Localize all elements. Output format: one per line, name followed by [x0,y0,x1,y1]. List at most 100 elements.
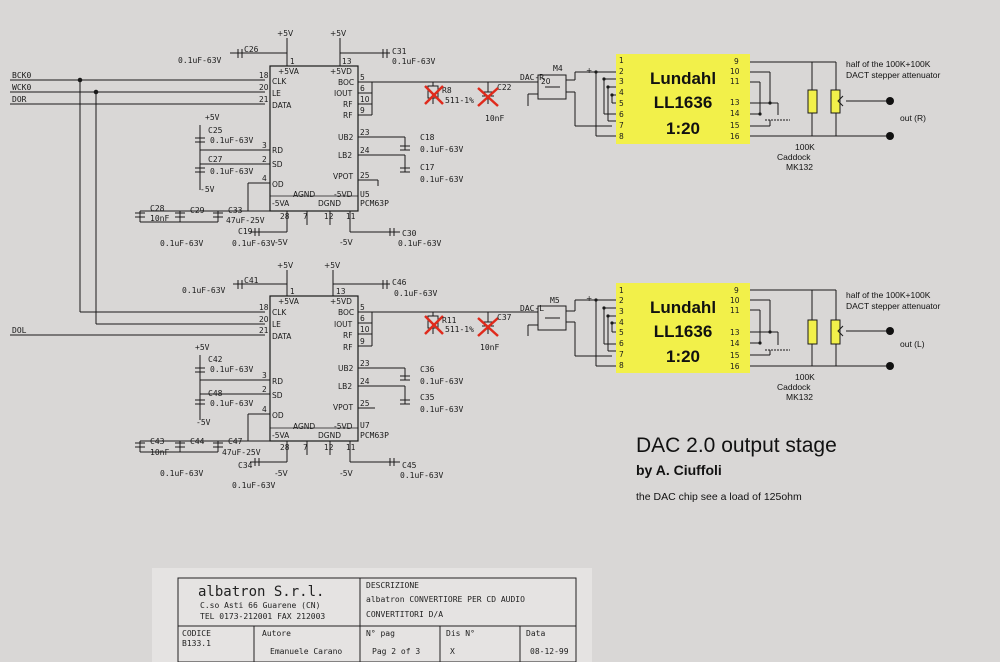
c47-label: C47 [228,437,243,446]
attenuator-note: half of the 100K+100K [846,290,931,300]
u7-pin-name: SD [272,391,283,400]
c48-label: C48 [208,389,223,398]
tb-codice: B133.1 [182,639,211,648]
c41-value: 0.1uF-63V [182,286,226,295]
tb-company: albatron S.r.l. [198,584,324,600]
c35-label: C35 [420,393,435,402]
u7-bottom-pin: 11 [346,443,356,452]
u7-pin-name: CLK [272,308,287,317]
tb-autore-label: Autore [262,629,291,638]
tb-dis: X [450,647,455,656]
tx-pin: 14 [730,109,740,118]
c22-label: C22 [497,83,512,92]
u5-top-pin-1: 1 [290,57,295,66]
u5-top-pin-2: 13 [342,57,352,66]
c35-value: 0.1uF-63V [420,405,464,414]
c31-value: 0.1uF-63V [392,57,436,66]
transformer-ratio: 1:20 [666,347,700,366]
tx-pin: 5 [619,99,624,108]
u5-pin-num: 18 [259,71,269,80]
u5-bottom-pin: 7 [303,212,308,221]
tx-pin: 6 [619,339,624,348]
u5-pin-num: 9 [360,106,365,115]
c17-value: 0.1uF-63V [420,175,464,184]
tx-pin: 9 [734,57,739,66]
c28-label: C28 [150,204,165,213]
u7-bottom-label: -5VA [272,431,290,440]
tx-pin: 11 [730,77,740,86]
removed-mark [424,315,499,337]
tx-pin: 10 [730,67,740,76]
resistor-model: MK132 [786,392,813,402]
tb-address: C.so Asti 66 Guarene (CN) [200,601,320,610]
tx-pin: 3 [619,77,624,86]
tx-pin: 1 [619,286,624,295]
tx-pin: 9 [734,286,739,295]
u5-pin-num: 5 [360,73,365,82]
tx-pin: 7 [619,121,624,130]
tx-pin: 1 [619,56,624,65]
u5-pin-num: 10 [360,95,370,104]
c34-value: 0.1uF-63V [232,481,276,490]
tx-pin: 2 [619,67,624,76]
resistor-model: MK132 [786,162,813,172]
m5-label: M5 [550,296,560,305]
removed-mark [424,85,499,107]
u7-pin-num: 20 [259,315,269,324]
resistor-brand: Caddock [777,152,811,162]
u5-pin-num: 6 [360,84,365,93]
c33-value: 47uF-25V [226,216,265,225]
attenuator-note: half of the 100K+100K [846,59,931,69]
u7-pin-num: 10 [360,325,370,334]
c27-value: 0.1uF-63V [210,167,254,176]
c19-label: C19 [238,227,253,236]
tb-codice-label: CODICE [182,629,211,638]
r8-label: R8 [442,86,452,95]
transformer-model: LL1636 [654,322,713,341]
c37-value: 10nF [480,343,499,352]
u7-rail-p5-2: +5V [324,261,341,270]
u5-pin-num: 20 [259,83,269,92]
signal-dol: DOL [12,326,27,335]
m4-label: M4 [553,64,563,73]
tx-pin: 16 [730,132,740,141]
c37-label: C37 [497,313,512,322]
tx-pin: 5 [619,328,624,337]
c30-value: 0.1uF-63V [398,239,442,248]
u7-pin-name: LE [272,320,281,329]
rail-label: +5V [195,343,210,352]
tb-dis-label: Dis N° [446,629,475,638]
u5-pin-num: 21 [259,95,269,104]
tx-pin: 8 [619,132,624,141]
u7-ref: U7 [360,421,370,430]
c36-label: C36 [420,365,435,374]
c19-value: 0.1uF-63V [232,239,276,248]
tb-descr-2: CONVERTITORI D/A [366,610,443,619]
tb-data: 08-12-99 [530,647,569,656]
tb-descr-1: albatron CONVERTIORE PER CD AUDIO [366,595,525,604]
u5-ref: U5 [360,190,370,199]
rail-label: -5V [200,185,215,194]
output-label: out (L) [900,339,925,349]
u7-bottom-label: DGND [318,431,341,440]
u5-top-label-1: +5VA [278,67,300,76]
dac-l-label: DAC-L [520,304,544,313]
u5-pin-name: IOUT [334,89,353,98]
c26-value: 0.1uF-63V [178,56,222,65]
resistor-value: 100K [795,372,815,382]
c22-value: 10nF [485,114,504,123]
c45-label: C45 [402,461,417,470]
u7-pin-name: BOC [338,308,354,317]
tb-autore: Emanuele Carano [270,647,342,656]
rail-label: -5V [196,418,211,427]
attenuator-note: DACT stepper attenuator [846,70,941,80]
c43-label: C43 [150,437,165,446]
c29-value: 0.1uF-63V [160,239,204,248]
r11-value: 511-1% [445,325,474,334]
u7-pin-name: UB2 [338,364,354,373]
c45-value: 0.1uF-63V [400,471,444,480]
u7-rail-m5-2: -5V [340,469,353,478]
resistor-brand: Caddock [777,382,811,392]
